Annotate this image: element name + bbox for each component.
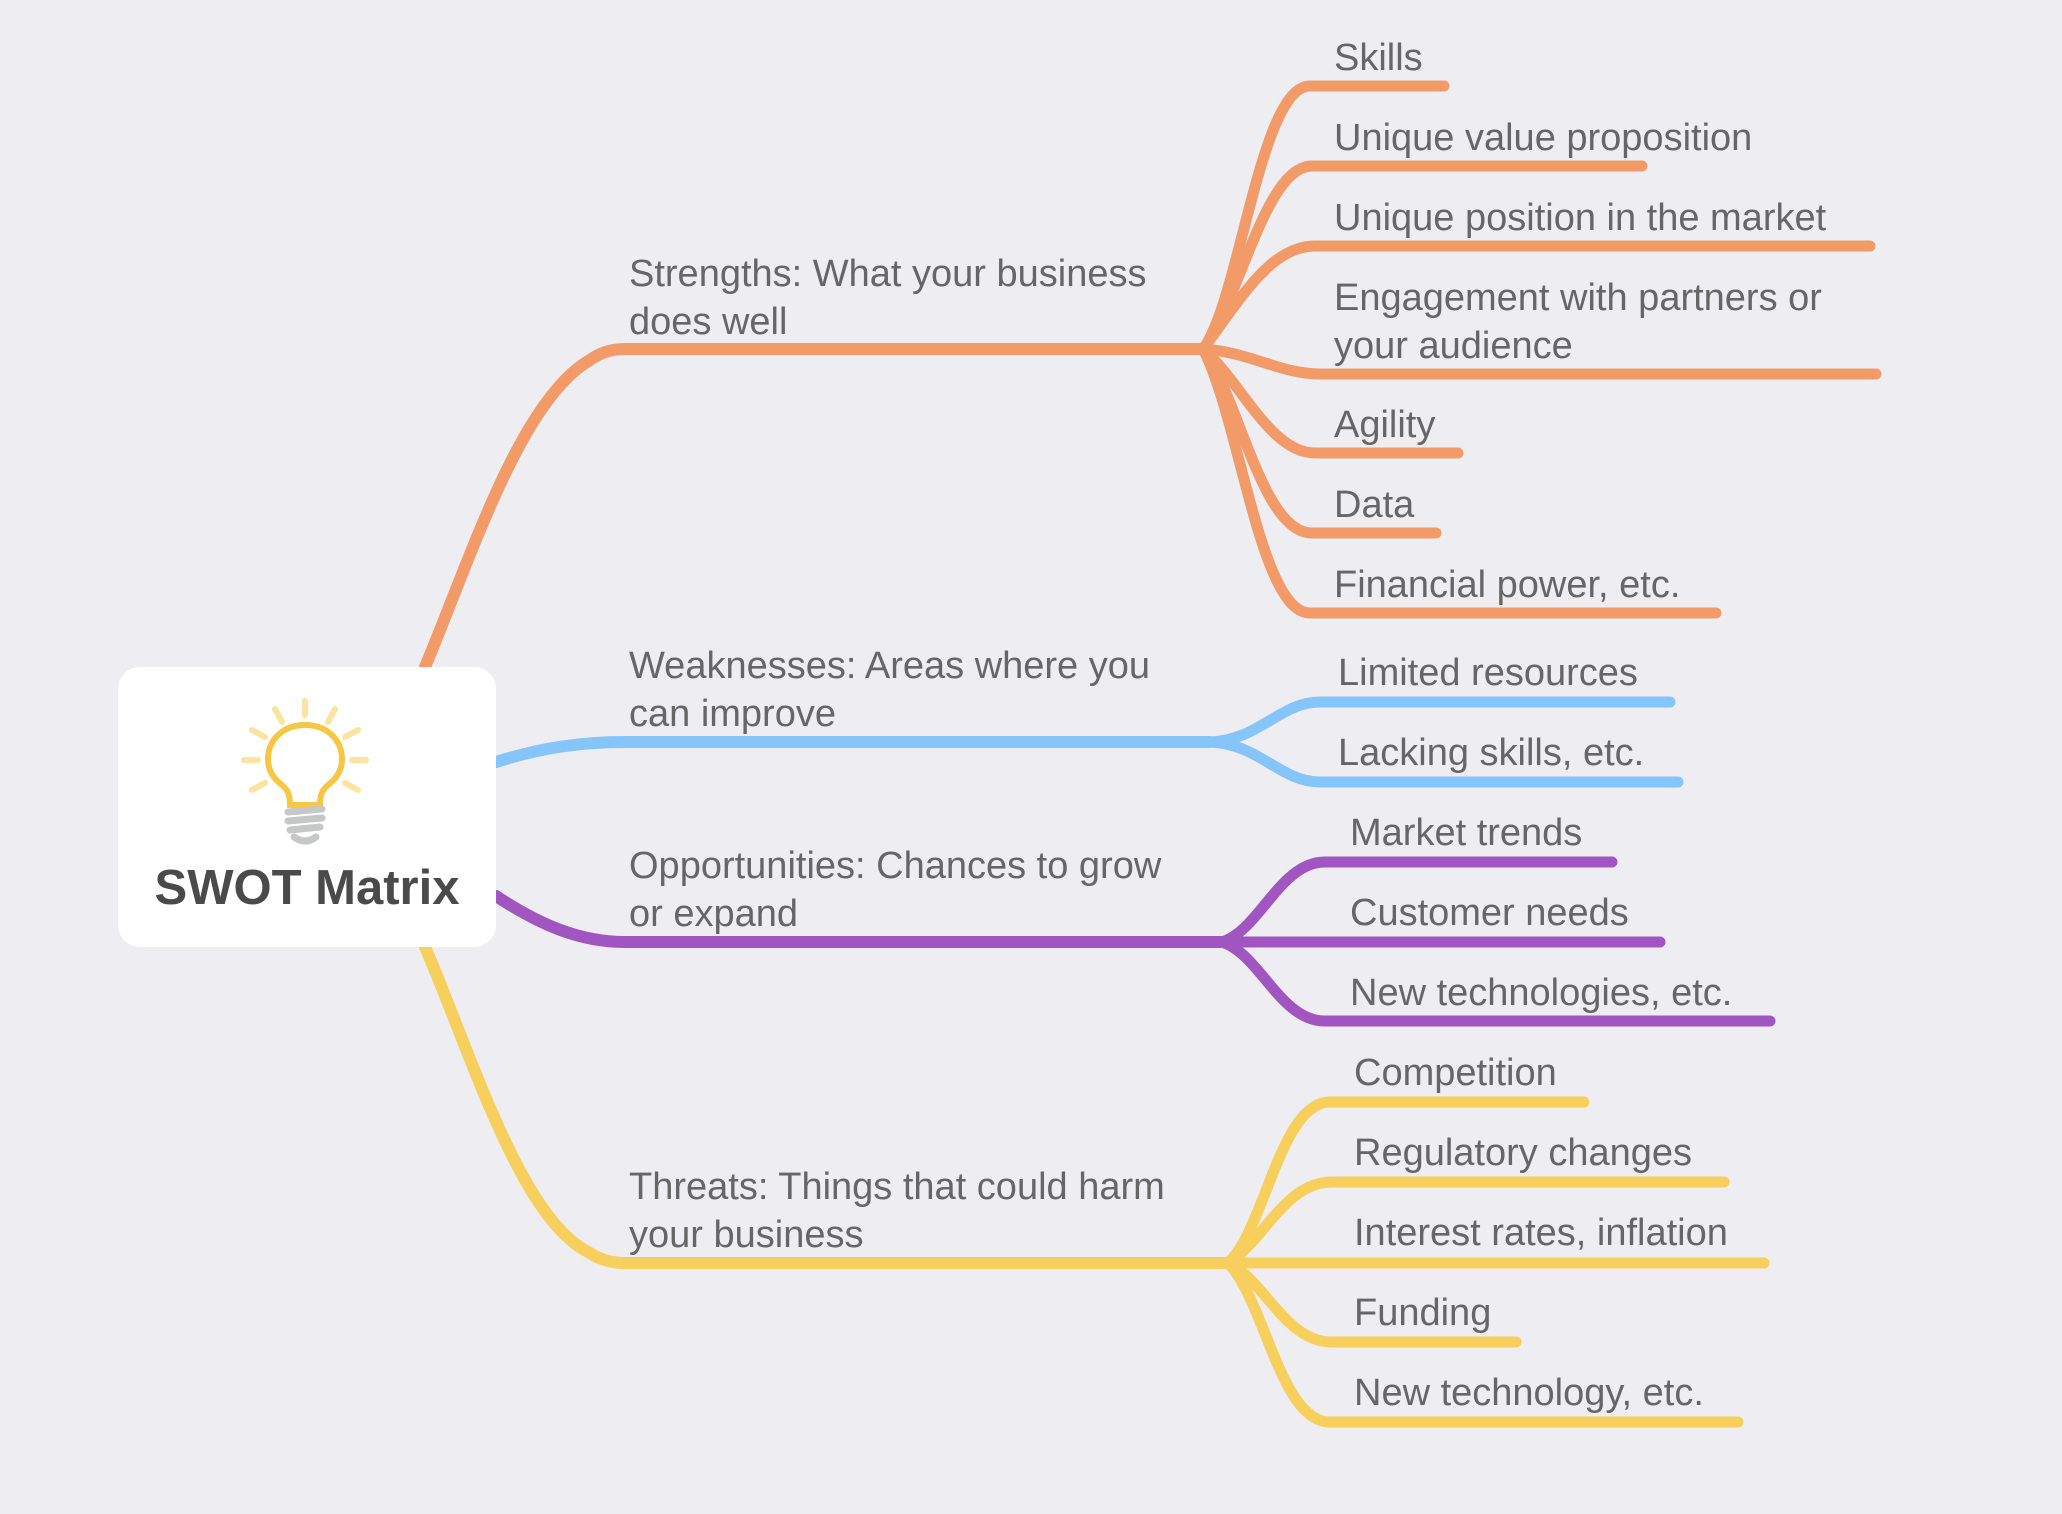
leaf-data[interactable]: Data [1334,481,1414,529]
leaf-text: New technology, etc. [1354,1372,1704,1414]
leaf-competition[interactable]: Competition [1354,1049,1557,1097]
central-topic-node[interactable]: SWOT Matrix [118,667,496,947]
weaknesses-leaf-connectors [1204,696,1684,788]
strengths-main-connector [419,343,1209,673]
leaf-new-technology[interactable]: New technology, etc. [1354,1369,1704,1417]
leaf-new-technologies[interactable]: New technologies, etc. [1350,969,1732,1017]
branch-label-line: Opportunities: Chances to grow [629,845,1162,887]
strengths-leaf-connectors [1197,80,1882,619]
leaf-financial-power[interactable]: Financial power, etc. [1334,561,1680,609]
leaf-text: Funding [1354,1292,1492,1334]
threats-leaf-connectors [1222,1096,1770,1428]
weaknesses-main-connector [490,736,1216,768]
leaf-text-line: Engagement with partners or [1334,277,1822,319]
leaf-text: New technologies, etc. [1350,972,1733,1014]
leaf-regulatory-changes[interactable]: Regulatory changes [1354,1129,1692,1177]
leaf-text: Skills [1334,37,1423,79]
branch-label-line: can improve [629,693,836,735]
threats-main-connector [419,941,1234,1269]
leaf-text: Regulatory changes [1354,1132,1692,1174]
leaf-text: Market trends [1350,812,1583,854]
branch-opportunities-label[interactable]: Opportunities: Chances to grow or expand [629,842,1161,938]
leaf-text: Interest rates, inflation [1354,1212,1728,1254]
leaf-funding[interactable]: Funding [1354,1289,1491,1337]
opportunities-main-connector [490,890,1228,948]
branch-label-line: Weaknesses: Areas where you [629,645,1151,687]
leaf-text: Competition [1354,1052,1557,1094]
leaf-unique-value-proposition[interactable]: Unique value proposition [1334,114,1752,162]
opportunities-leaf-connectors [1216,856,1776,1027]
branch-strengths-label[interactable]: Strengths: What your business does well [629,250,1146,346]
leaf-market-trends[interactable]: Market trends [1350,809,1582,857]
leaf-lacking-skills[interactable]: Lacking skills, etc. [1338,729,1644,777]
leaf-text: Agility [1334,404,1436,446]
branch-label-line: or expand [629,893,799,935]
leaf-limited-resources[interactable]: Limited resources [1338,649,1638,697]
leaf-text: Customer needs [1350,892,1629,934]
branch-label-line: Threats: Things that could harm [629,1166,1165,1208]
leaf-text: Lacking skills, etc. [1338,732,1645,774]
leaf-text: Unique position in the market [1334,197,1827,239]
leaf-text-line: your audience [1334,325,1573,367]
branch-weaknesses-label[interactable]: Weaknesses: Areas where you can improve [629,642,1150,738]
branch-label-line: Strengths: What your business [629,253,1147,295]
leaf-text: Limited resources [1338,652,1638,694]
leaf-interest-rates-inflation[interactable]: Interest rates, inflation [1354,1209,1728,1257]
lightbulb-icon [241,698,369,845]
branch-threats-label[interactable]: Threats: Things that could harm your bus… [629,1163,1165,1259]
leaf-text: Unique value proposition [1334,117,1753,159]
branch-label-line: your business [629,1214,864,1256]
leaf-skills[interactable]: Skills [1334,34,1423,82]
leaf-engagement-partners[interactable]: Engagement with partners or your audienc… [1334,274,1822,370]
leaf-unique-position-market[interactable]: Unique position in the market [1334,194,1826,242]
leaf-text: Data [1334,484,1415,526]
leaf-customer-needs[interactable]: Customer needs [1350,889,1629,937]
branch-label-line: does well [629,301,788,343]
central-topic-title: SWOT Matrix [154,861,460,915]
leaf-agility[interactable]: Agility [1334,401,1435,449]
leaf-text: Financial power, etc. [1334,564,1681,606]
